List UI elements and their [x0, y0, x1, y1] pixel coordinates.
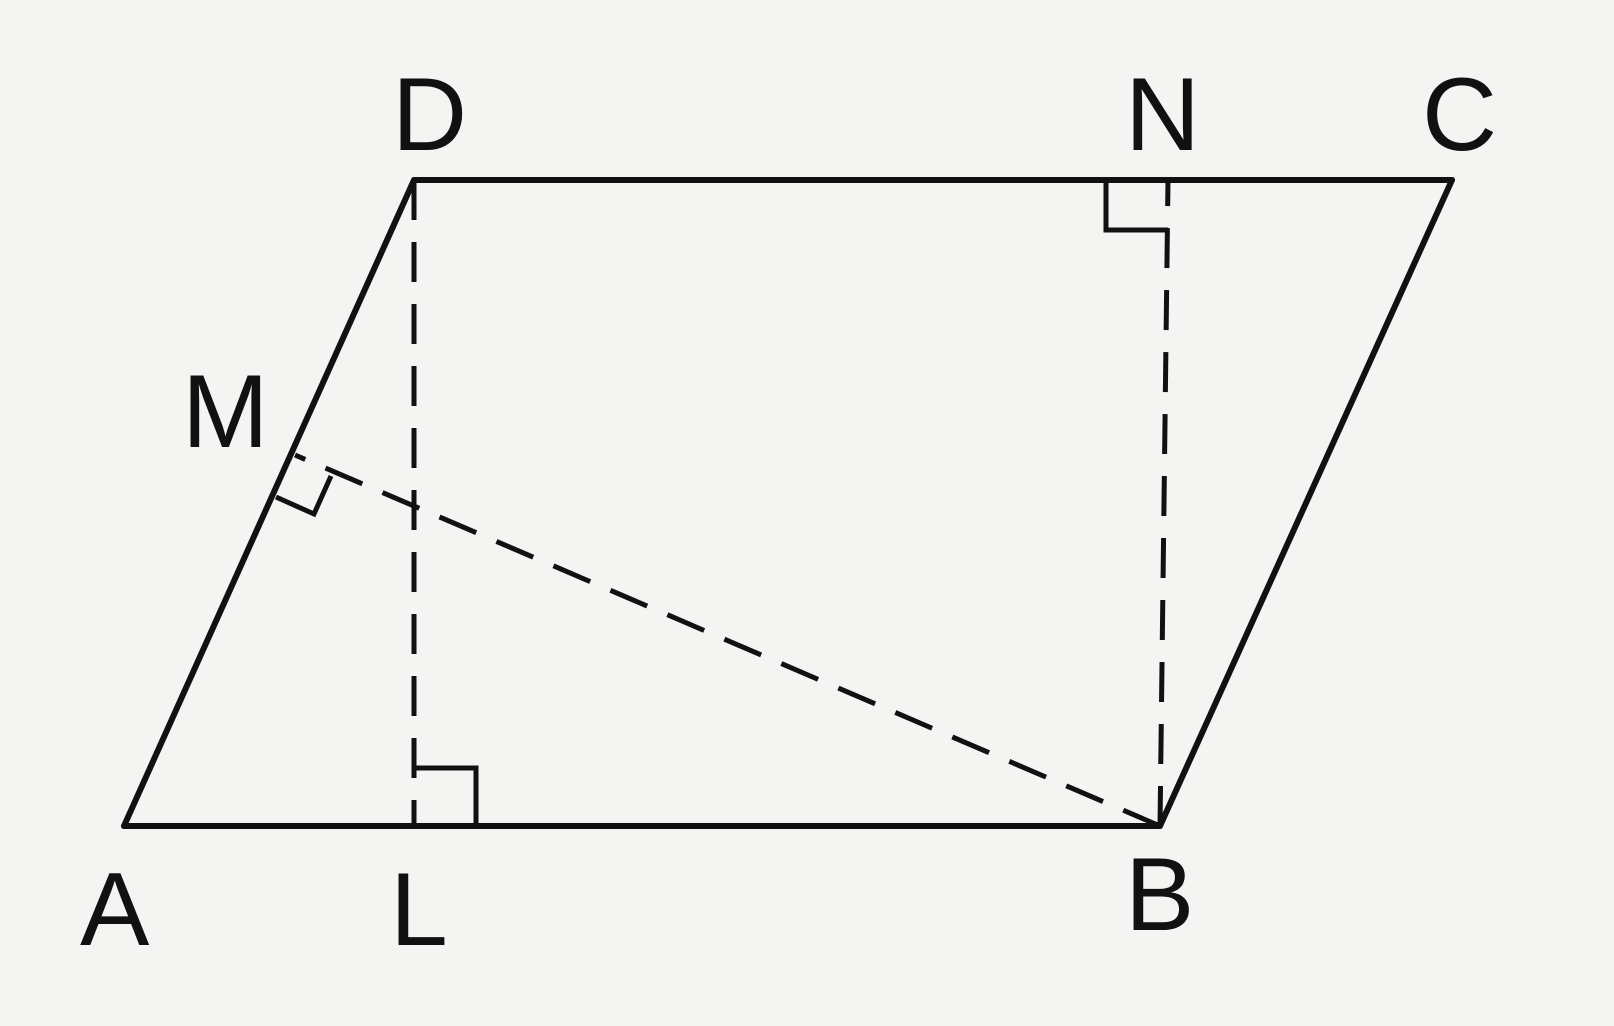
perpendicular-bm	[294, 452, 1161, 829]
label-d: D	[392, 57, 467, 173]
right-angle-marker-n	[1103, 180, 1168, 233]
right-angle-marker-m	[274, 474, 334, 518]
label-a: A	[80, 852, 150, 968]
side-bc	[1157, 177, 1455, 829]
side-da	[121, 177, 417, 829]
label-n: N	[1125, 57, 1200, 173]
label-c: C	[1422, 57, 1497, 173]
right-angle-marker-l	[414, 765, 479, 826]
label-b: B	[1125, 837, 1194, 953]
label-m: M	[182, 354, 269, 470]
perpendicular-bn	[1157, 179, 1171, 827]
label-l: L	[390, 852, 448, 968]
